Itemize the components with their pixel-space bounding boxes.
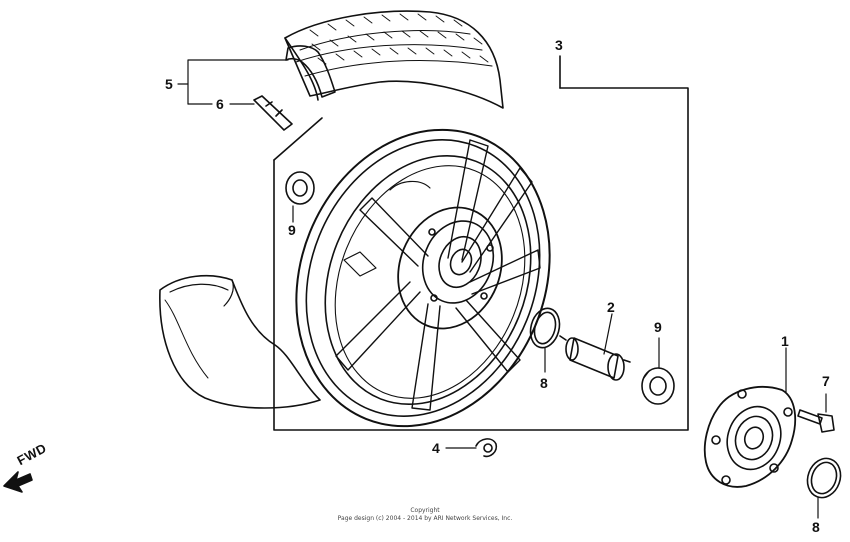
flange-bolt-illustration <box>797 409 835 433</box>
callout-7: 7 <box>822 373 830 389</box>
callout-6: 6 <box>216 96 224 112</box>
callout-5: 5 <box>165 76 173 92</box>
clip-illustration <box>475 438 498 458</box>
callout-2: 2 <box>607 299 615 315</box>
copyright-line-1: Copyright <box>410 507 440 514</box>
cast-wheel-illustration <box>295 128 551 428</box>
distance-collar-illustration <box>559 335 631 381</box>
inner-tube-illustration <box>285 45 336 98</box>
bearing-right-illustration <box>641 367 675 405</box>
driven-flange-illustration <box>703 386 797 488</box>
callout-9-left: 9 <box>288 222 296 238</box>
callout-1: 1 <box>781 333 789 349</box>
forward-arrow-icon <box>3 471 33 493</box>
bearing-left-illustration <box>285 171 315 205</box>
leader-lines <box>177 59 827 519</box>
callout-9-right: 9 <box>654 319 662 335</box>
o-ring-right-illustration <box>806 457 842 499</box>
valve-stem-illustration <box>253 95 293 131</box>
callout-4: 4 <box>432 440 440 456</box>
callout-bracket-panel <box>273 55 689 431</box>
copyright-notice: Copyright Page design (c) 2004 - 2014 by… <box>0 507 850 523</box>
tire-illustration <box>159 10 504 409</box>
callout-8-left: 8 <box>540 375 548 391</box>
callout-3: 3 <box>555 37 563 53</box>
callout-8-right: 8 <box>812 519 820 535</box>
o-ring-middle-illustration <box>529 307 561 349</box>
copyright-line-2: Page design (c) 2004 - 2014 by ARI Netwo… <box>337 515 513 522</box>
